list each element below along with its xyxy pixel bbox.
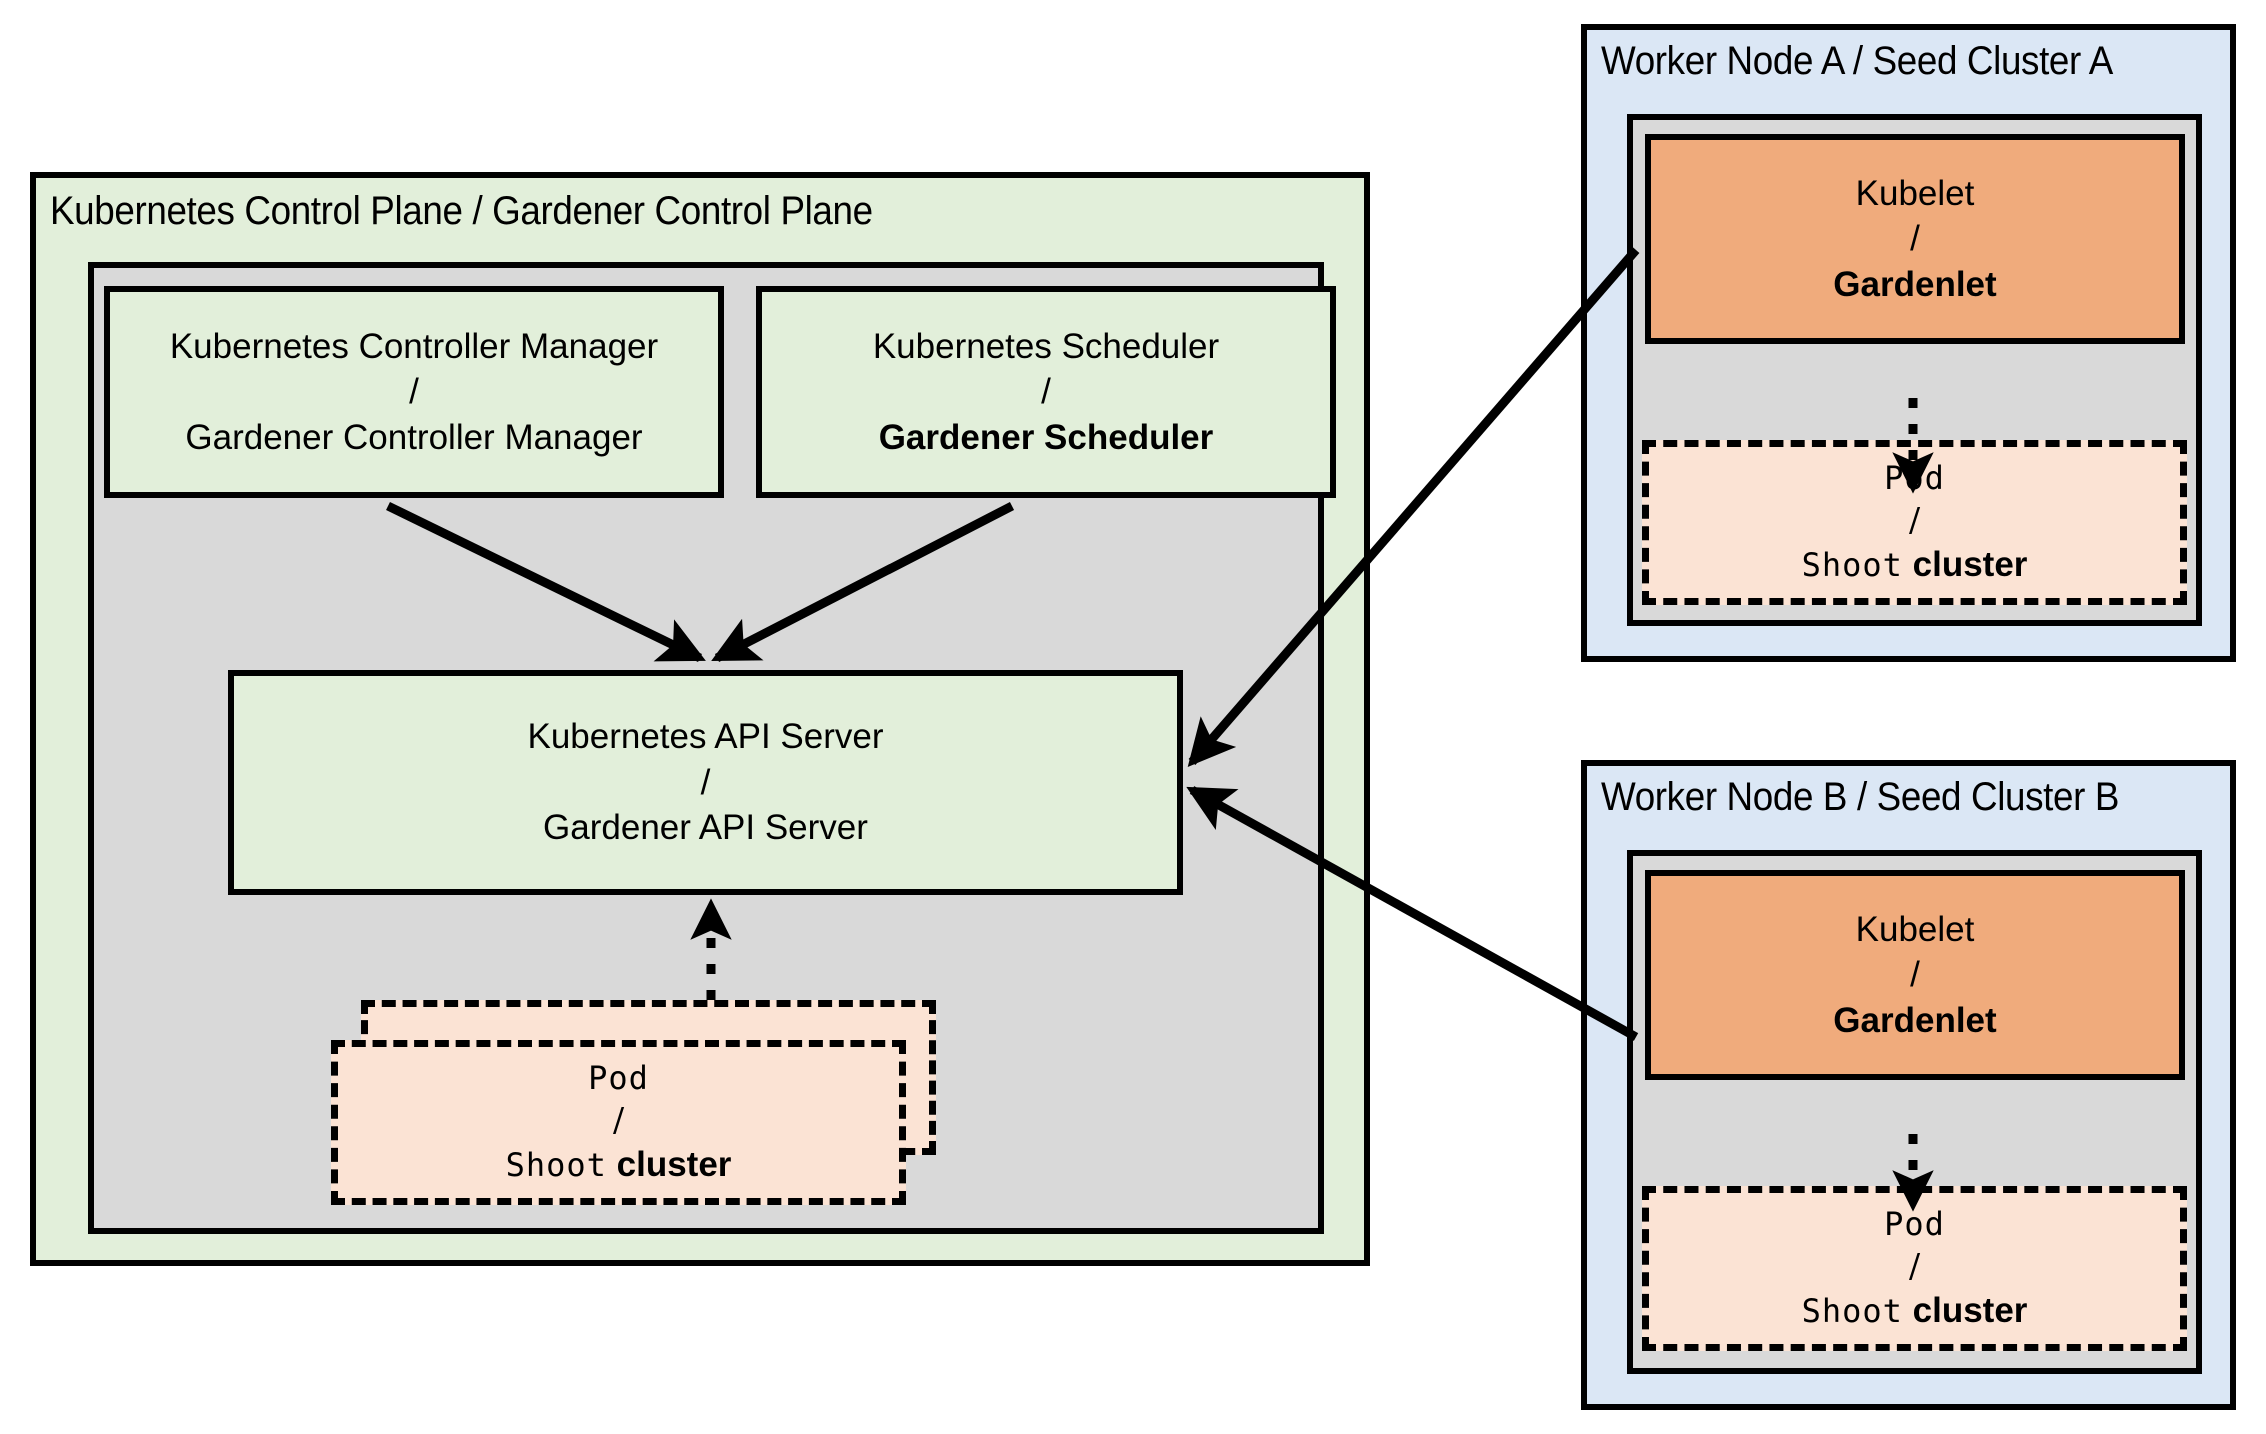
control-plane-pod-box[interactable]: Pod / Shoot cluster: [331, 1040, 906, 1205]
controller-manager-line1: Kubernetes Controller Manager: [169, 326, 659, 366]
scheduler-box[interactable]: Kubernetes Scheduler / Gardener Schedule…: [756, 286, 1336, 498]
pod-b-label: Pod / Shoot cluster: [1649, 1204, 2180, 1334]
pod-a-separator: /: [1908, 500, 1921, 540]
controller-manager-separator: /: [409, 372, 419, 412]
control-plane-pod-cluster: cluster: [616, 1144, 732, 1184]
scheduler-line1: Kubernetes Scheduler: [872, 326, 1220, 366]
worker-node-a-panel: Worker Node A / Seed Cluster A Kubelet /…: [1581, 24, 2236, 662]
scheduler-separator: /: [1041, 372, 1051, 412]
pod-a-line2: Shoot cluster: [1649, 542, 2180, 588]
worker-node-a-title: Worker Node A / Seed Cluster A: [1601, 39, 2113, 83]
gardenlet-b-line1: Kubelet: [1855, 909, 1975, 949]
gardenlet-b-line2: Gardenlet: [1833, 1000, 1997, 1040]
control-plane-panel: Kubernetes Control Plane / Gardener Cont…: [30, 172, 1370, 1266]
api-server-line1: Kubernetes API Server: [527, 717, 884, 757]
worker-node-b-panel: Worker Node B / Seed Cluster B Kubelet /…: [1581, 760, 2236, 1410]
pod-a-shoot: Shoot: [1801, 545, 1903, 584]
control-plane-pod-label: Pod / Shoot cluster: [338, 1058, 899, 1188]
pod-b-line1: Pod: [1884, 1204, 1945, 1243]
control-plane-pod-line1: Pod: [588, 1058, 649, 1097]
pod-a-label: Pod / Shoot cluster: [1649, 458, 2180, 588]
api-server-line2: Gardener API Server: [543, 808, 868, 848]
gardenlet-b-separator: /: [1910, 955, 1920, 995]
api-server-separator: /: [700, 762, 711, 802]
pod-b-separator: /: [1908, 1246, 1921, 1286]
control-plane-pod-separator: /: [612, 1100, 625, 1140]
pod-a-line1: Pod: [1884, 458, 1945, 497]
pod-b-line2: Shoot cluster: [1649, 1288, 2180, 1334]
scheduler-label: Kubernetes Scheduler / Gardener Schedule…: [762, 324, 1330, 461]
pod-b-shoot: Shoot: [1801, 1291, 1903, 1330]
gardenlet-a-line1: Kubelet: [1855, 173, 1975, 213]
pod-a-box[interactable]: Pod / Shoot cluster: [1642, 440, 2187, 605]
api-server-label: Kubernetes API Server / Gardener API Ser…: [234, 714, 1177, 851]
api-server-box[interactable]: Kubernetes API Server / Gardener API Ser…: [228, 670, 1183, 895]
gardenlet-b-label: Kubelet / Gardenlet: [1651, 907, 2179, 1044]
worker-node-b-title: Worker Node B / Seed Cluster B: [1601, 775, 2120, 819]
control-plane-pod-line2: Shoot cluster: [338, 1142, 899, 1188]
gardenlet-a-label: Kubelet / Gardenlet: [1651, 171, 2179, 308]
pod-b-box[interactable]: Pod / Shoot cluster: [1642, 1186, 2187, 1351]
controller-manager-box[interactable]: Kubernetes Controller Manager / Gardener…: [104, 286, 724, 498]
pod-b-cluster: cluster: [1912, 1290, 2028, 1330]
gardenlet-b-box[interactable]: Kubelet / Gardenlet: [1645, 870, 2185, 1080]
pod-a-cluster: cluster: [1912, 544, 2028, 584]
control-plane-title: Kubernetes Control Plane / Gardener Cont…: [50, 189, 873, 233]
gardenlet-a-box[interactable]: Kubelet / Gardenlet: [1645, 134, 2185, 344]
scheduler-line2: Gardener Scheduler: [878, 417, 1214, 457]
controller-manager-label: Kubernetes Controller Manager / Gardener…: [110, 324, 718, 461]
gardenlet-a-line2: Gardenlet: [1833, 264, 1997, 304]
controller-manager-line2: Gardener Controller Manager: [185, 417, 643, 457]
control-plane-pod-shoot: Shoot: [505, 1145, 607, 1184]
gardenlet-a-separator: /: [1910, 219, 1920, 259]
